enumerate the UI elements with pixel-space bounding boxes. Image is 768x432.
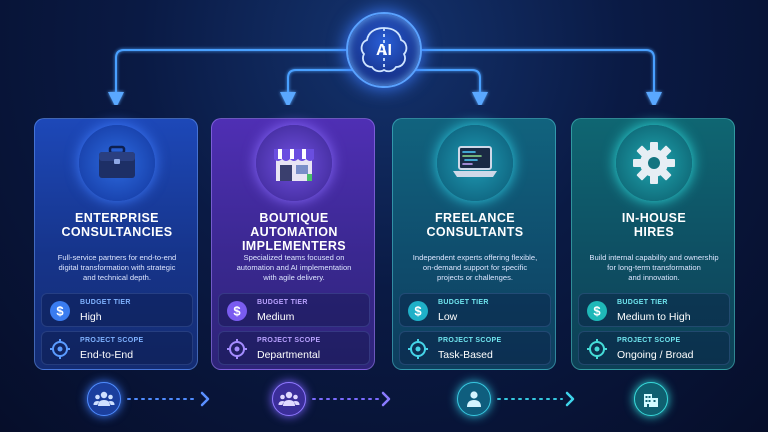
svg-text:$: $ xyxy=(593,304,601,319)
dollar-icon: $ xyxy=(227,301,247,321)
card-description: Independent experts offering flexible, o… xyxy=(403,253,547,283)
project-scope-box: Project Scope Task-Based xyxy=(399,331,551,365)
description-line: for long-term transformation xyxy=(607,263,701,272)
target-icon xyxy=(408,339,428,359)
laptop-icon xyxy=(453,146,497,177)
ai-center-badge: AI xyxy=(346,12,422,88)
description-line: Specialized teams focused on xyxy=(243,253,345,262)
project-scope-value: Task-Based xyxy=(438,349,493,361)
flow-chevron-2 xyxy=(381,391,391,407)
wire-center-right xyxy=(414,69,488,108)
description-line: projects or challenges. xyxy=(437,273,513,282)
description-line: automation and AI implementation xyxy=(236,263,352,272)
card-title-line: Consultancies xyxy=(61,225,173,239)
storefront-icon xyxy=(274,149,314,181)
card-title: Boutique Automation Implementers xyxy=(212,211,376,253)
description-line: Full-service partners for end-to-end xyxy=(57,253,177,262)
dollar-icon: $ xyxy=(50,301,70,321)
budget-tier-label: Budget Tier xyxy=(438,299,489,306)
wire-center-left xyxy=(280,69,354,108)
target-icon xyxy=(227,339,247,359)
card-title-line: Implementers xyxy=(241,239,347,253)
flow-chevron-3 xyxy=(565,391,575,407)
card-icon-circle xyxy=(79,125,155,201)
card-description: Full-service partners for end-to-end dig… xyxy=(45,253,189,283)
bottom-node-in-house xyxy=(634,382,668,416)
budget-tier-box: $ Budget Tier Medium to High xyxy=(578,293,730,327)
project-scope-value: Departmental xyxy=(257,349,321,361)
description-line: and innovation. xyxy=(628,273,680,282)
target-icon xyxy=(50,339,70,359)
budget-tier-label: Budget Tier xyxy=(80,299,131,306)
card-title-line: Freelance xyxy=(435,211,515,225)
project-scope-value: Ongoing / Broad xyxy=(617,349,694,361)
card-description: Build internal capability and ownership … xyxy=(582,253,726,283)
project-scope-box: Project Scope End-to-End xyxy=(41,331,193,365)
group-icon xyxy=(93,391,115,406)
card-title-line: In-House xyxy=(621,211,687,225)
budget-tier-label: Budget Tier xyxy=(617,299,668,306)
dollar-icon: $ xyxy=(587,301,607,321)
brain-icon: AI xyxy=(360,27,408,73)
card-freelance-consultants: Freelance Consultants Independent expert… xyxy=(392,118,556,370)
card-title: Freelance Consultants xyxy=(393,211,557,239)
card-icon-circle xyxy=(256,125,332,201)
card-title: Enterprise Consultancies xyxy=(35,211,199,239)
card-icon-circle xyxy=(616,125,692,201)
description-line: Build internal capability and ownership xyxy=(589,253,719,262)
bottom-node-freelance xyxy=(457,382,491,416)
group-icon xyxy=(278,391,300,406)
project-scope-label: Project Scope xyxy=(257,337,321,344)
bottom-node-enterprise xyxy=(87,382,121,416)
budget-tier-value: High xyxy=(80,311,102,323)
description-line: Independent experts offering flexible, xyxy=(412,253,538,262)
card-title-line: Automation xyxy=(250,225,338,239)
card-title-line: Hires xyxy=(633,225,675,239)
dollar-icon: $ xyxy=(408,301,428,321)
flow-chevron-1 xyxy=(200,391,210,407)
svg-text:$: $ xyxy=(56,304,64,319)
project-scope-box: Project Scope Ongoing / Broad xyxy=(578,331,730,365)
description-line: with agile delivery. xyxy=(263,273,325,282)
wire-left xyxy=(108,49,346,108)
wire-right xyxy=(422,49,662,108)
description-line: digital transformation with strategic xyxy=(58,263,176,272)
project-scope-box: Project Scope Departmental xyxy=(218,331,370,365)
description-line: and technical depth. xyxy=(83,273,151,282)
project-scope-label: Project Scope xyxy=(438,337,502,344)
building-icon xyxy=(644,394,658,407)
project-scope-label: Project Scope xyxy=(80,337,144,344)
card-title-line: Boutique xyxy=(259,211,329,225)
svg-text:$: $ xyxy=(233,304,241,319)
card-title-line: Consultants xyxy=(426,225,524,239)
briefcase-icon xyxy=(99,145,135,178)
card-icon-circle xyxy=(437,125,513,201)
budget-tier-value: Medium to High xyxy=(617,311,691,323)
description-line: on-demand support for specific xyxy=(422,263,528,272)
card-boutique-automation-implementers: Boutique Automation Implementers Special… xyxy=(211,118,375,370)
budget-tier-box: $ Budget Tier Medium xyxy=(218,293,370,327)
budget-tier-value: Medium xyxy=(257,311,295,323)
ai-label: AI xyxy=(376,42,392,59)
gear-icon xyxy=(633,142,675,184)
bottom-node-boutique xyxy=(272,382,306,416)
card-title-line: Enterprise xyxy=(75,211,159,225)
card-enterprise-consultancies: Enterprise Consultancies Full-service pa… xyxy=(34,118,198,370)
svg-text:$: $ xyxy=(414,304,422,319)
project-scope-value: End-to-End xyxy=(80,349,134,361)
card-description: Specialized teams focused on automation … xyxy=(222,253,366,283)
target-icon xyxy=(587,339,607,359)
budget-tier-label: Budget Tier xyxy=(257,299,308,306)
budget-tier-box: $ Budget Tier Low xyxy=(399,293,551,327)
budget-tier-value: Low xyxy=(438,311,458,323)
card-in-house-hires: In-House Hires Build internal capability… xyxy=(571,118,735,370)
budget-tier-box: $ Budget Tier High xyxy=(41,293,193,327)
project-scope-label: Project Scope xyxy=(617,337,681,344)
person-icon xyxy=(467,391,481,407)
card-title: In-House Hires xyxy=(572,211,736,239)
